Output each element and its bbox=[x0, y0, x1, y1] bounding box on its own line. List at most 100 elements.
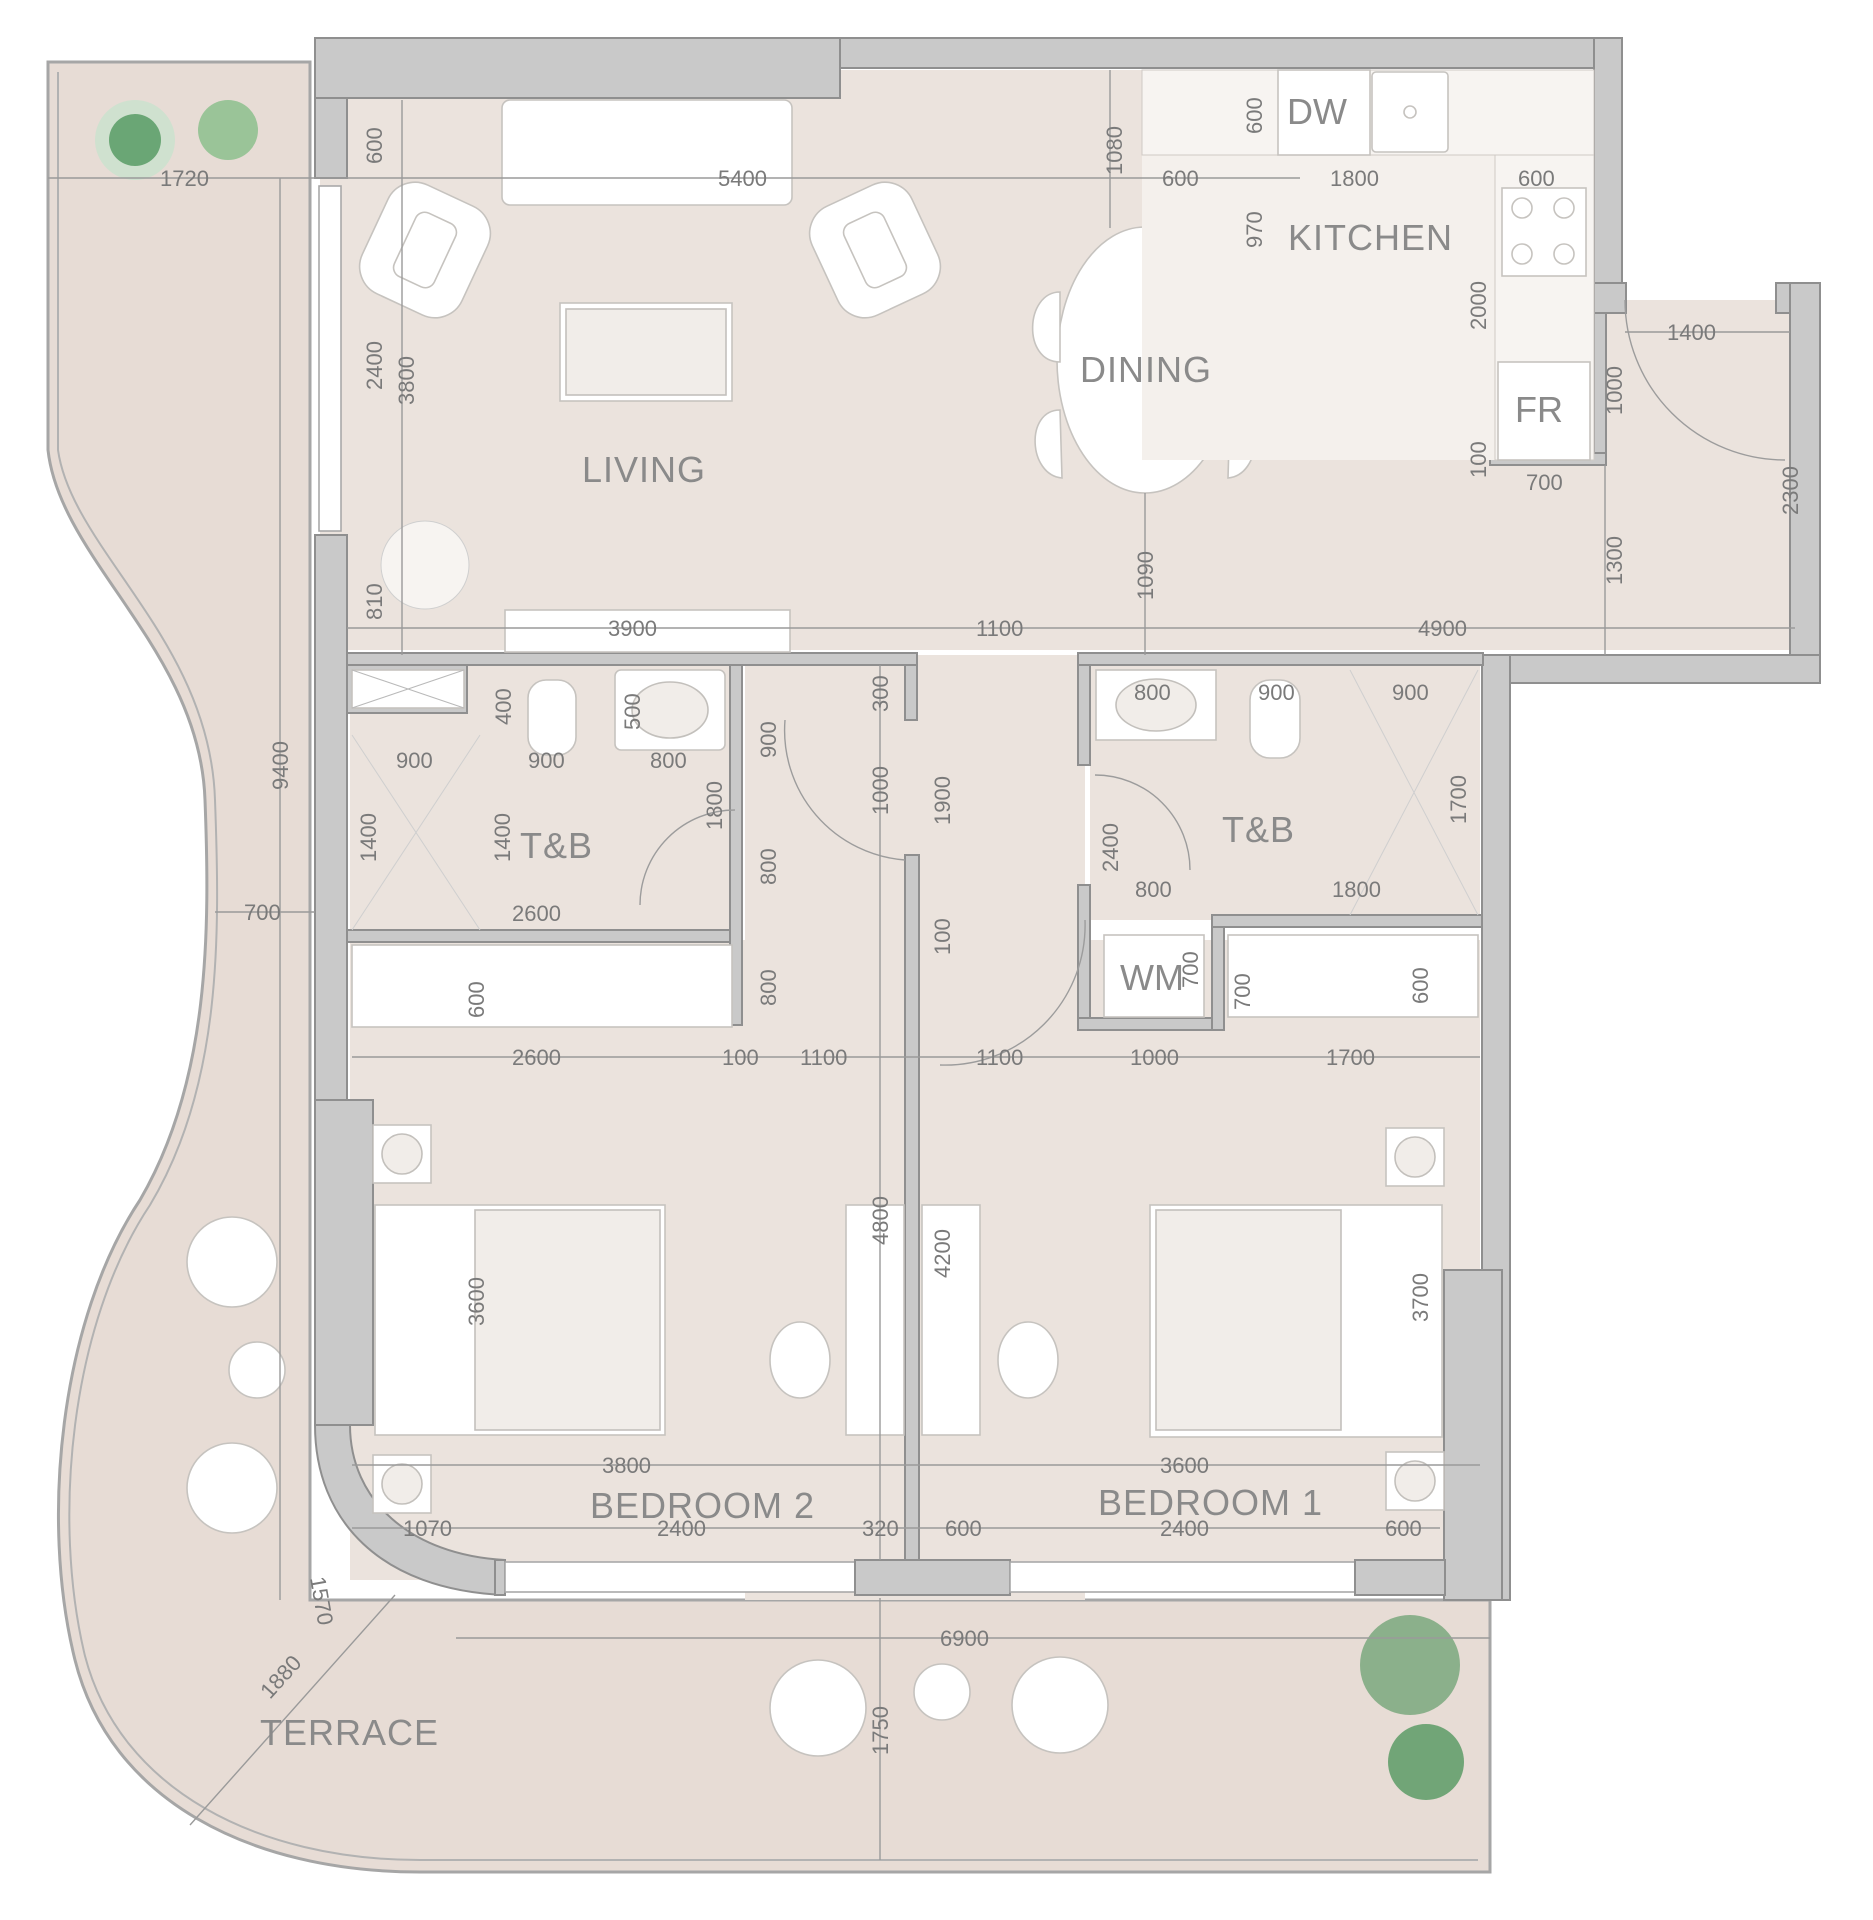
dim-2600-tbl: 2600 bbox=[512, 901, 561, 926]
wall-right-kitchen bbox=[1593, 37, 1623, 284]
dimension-lines bbox=[48, 70, 1795, 1860]
wall-wm-right bbox=[1211, 914, 1225, 1031]
door-hall bbox=[783, 719, 906, 861]
dim-1000-fr: 1000 bbox=[1602, 366, 1627, 415]
dim-1900: 1900 bbox=[930, 776, 955, 825]
wardrobe-bedroom2 bbox=[351, 944, 733, 1028]
wall-bedroom2-left-block bbox=[314, 1099, 374, 1426]
basin-left-bowl bbox=[631, 681, 709, 739]
entry-floor bbox=[1620, 300, 1800, 650]
window-bedroom1 bbox=[1009, 1561, 1356, 1593]
room-label-kitchen: KITCHEN bbox=[1288, 217, 1453, 258]
dim-1800-tbl: 1800 bbox=[702, 781, 727, 830]
fixture-label-dw: DW bbox=[1287, 91, 1347, 132]
door-tb-right bbox=[1094, 774, 1191, 871]
dim-900-tbl2: 900 bbox=[528, 748, 565, 773]
shower-left-diag2 bbox=[351, 734, 481, 931]
dining-chair-left-top bbox=[1031, 291, 1061, 363]
dim-4900: 4900 bbox=[1418, 616, 1467, 641]
terrace-floor bbox=[46, 60, 1492, 1874]
shower-hatch-x2 bbox=[351, 669, 465, 709]
dim-600-dw: 600 bbox=[1242, 97, 1267, 134]
dim-3700-b1: 3700 bbox=[1408, 1273, 1433, 1322]
wall-tb-top-right bbox=[1077, 652, 1484, 666]
dim-800-tbr2: 800 bbox=[1135, 877, 1172, 902]
wall-wm-bottom bbox=[1077, 1017, 1224, 1031]
dim-2400-tbr: 2400 bbox=[1098, 823, 1123, 872]
nightstand-b1-bottom-lamp bbox=[1394, 1460, 1436, 1502]
wall-hall-mid bbox=[904, 854, 920, 1561]
dim-1700-b1: 1700 bbox=[1326, 1045, 1375, 1070]
dimension-labels: 1720 5400 600 1800 600 1400 700 3900 110… bbox=[160, 97, 1803, 1755]
dim-600-wr1: 600 bbox=[464, 981, 489, 1018]
plant-bottom-right bbox=[1360, 1615, 1464, 1800]
dim-320: 320 bbox=[862, 1516, 899, 1541]
room-label-bedroom2: BEDROOM 2 bbox=[590, 1485, 815, 1526]
shower-right-diag2 bbox=[1349, 669, 1479, 916]
dim-1720: 1720 bbox=[160, 166, 209, 191]
wall-bottom-mid bbox=[854, 1559, 1011, 1596]
dim-2300: 2300 bbox=[1778, 466, 1803, 515]
dim-1100-b1: 1100 bbox=[976, 1045, 1023, 1070]
dim-1090: 1090 bbox=[1133, 551, 1158, 600]
room-label-living: LIVING bbox=[582, 449, 706, 490]
dim-800-hall2: 800 bbox=[756, 969, 781, 1006]
wardrobe-bedroom1 bbox=[1227, 934, 1479, 1018]
dim-4200: 4200 bbox=[930, 1229, 955, 1278]
dim-970: 970 bbox=[1242, 211, 1267, 248]
terrace-inner-edge bbox=[57, 72, 1478, 1861]
bed1-cover bbox=[1155, 1209, 1342, 1431]
dim-600-wr2: 600 bbox=[1408, 967, 1433, 1004]
dim-2600-b2: 2600 bbox=[512, 1045, 561, 1070]
wall-tb-right-bottom bbox=[1211, 914, 1483, 928]
wall-top-left-block bbox=[314, 37, 841, 99]
terrace-side-table-2 bbox=[913, 1663, 971, 1721]
cooktop bbox=[1501, 187, 1587, 277]
wall-bottom-b2-a bbox=[494, 1559, 506, 1596]
dim-1080: 1080 bbox=[1102, 126, 1127, 175]
tv-console bbox=[504, 609, 791, 653]
dim-800-tbl: 800 bbox=[650, 748, 687, 773]
dim-700-wm: 700 bbox=[1178, 951, 1203, 988]
room-labels: LIVING DINING KITCHEN T&B T&B BEDROOM 2 … bbox=[260, 217, 1453, 1753]
wall-right-bedroom-block bbox=[1443, 1269, 1503, 1601]
dim-4800: 4800 bbox=[868, 1196, 893, 1245]
dim-3900: 3900 bbox=[608, 616, 657, 641]
sink-drain bbox=[1403, 105, 1417, 119]
dim-300: 300 bbox=[868, 675, 893, 712]
dim-600-right: 600 bbox=[1518, 166, 1555, 191]
desk-chair-bedroom2 bbox=[769, 1321, 831, 1399]
wall-bottom-entry bbox=[1489, 654, 1821, 684]
wall-tb-right-left-b bbox=[1077, 884, 1091, 1031]
desk-bedroom2 bbox=[845, 1204, 905, 1436]
dim-700-fr: 700 bbox=[1526, 470, 1563, 495]
dim-1100-b2: 1100 bbox=[800, 1045, 847, 1070]
plant-top-left bbox=[95, 100, 258, 180]
dim-1000-hall: 1000 bbox=[868, 766, 893, 815]
dim-1400-tbl2: 1400 bbox=[490, 813, 515, 862]
terrace-chair-1 bbox=[186, 1216, 278, 1308]
sofa bbox=[501, 99, 793, 206]
plant-living bbox=[380, 520, 470, 610]
wall-tb-right-left bbox=[1077, 664, 1091, 766]
dim-1800-top: 1800 bbox=[1330, 166, 1379, 191]
dim-400: 400 bbox=[491, 688, 516, 725]
door-tb-left bbox=[639, 809, 736, 906]
bed2-cover bbox=[474, 1209, 661, 1431]
terrace-chair-4 bbox=[1011, 1656, 1109, 1754]
terrace-chair-2 bbox=[186, 1442, 278, 1534]
coffee-table-inner bbox=[565, 308, 727, 396]
nightstand-b1-top-lamp bbox=[1394, 1136, 1436, 1178]
dim-1400-top: 1400 bbox=[1667, 320, 1716, 345]
dim-1070: 1070 bbox=[403, 1516, 452, 1541]
dim-1700-tbr: 1700 bbox=[1446, 775, 1471, 824]
dim-1100-mid: 1100 bbox=[976, 616, 1023, 641]
dim-700-wm2: 700 bbox=[1230, 973, 1255, 1010]
dim-1000-b1: 1000 bbox=[1130, 1045, 1179, 1070]
wall-bottom-right bbox=[1354, 1559, 1446, 1596]
armchair-right bbox=[808, 181, 942, 319]
dim-900-tbr1: 900 bbox=[1258, 680, 1295, 705]
room-label-bedroom1: BEDROOM 1 bbox=[1098, 1482, 1323, 1523]
dining-chair-left-bottom bbox=[1034, 409, 1063, 479]
